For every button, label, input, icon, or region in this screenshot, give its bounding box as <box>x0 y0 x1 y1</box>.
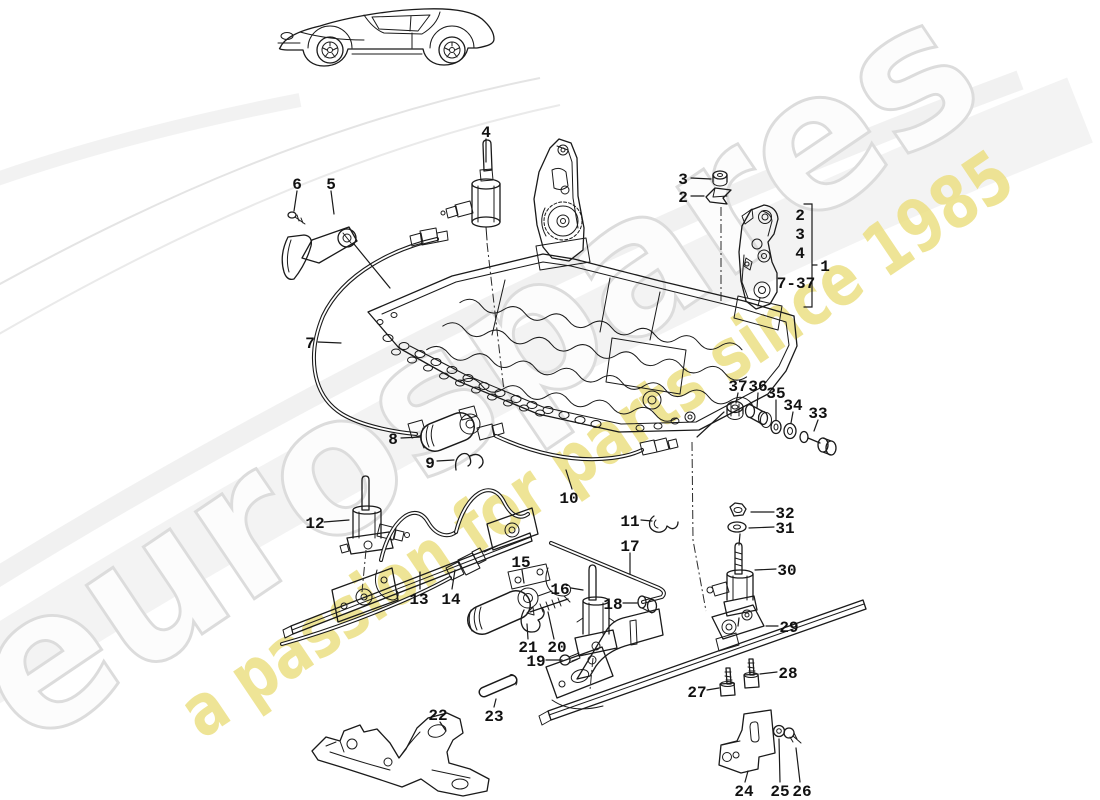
backrest-bracket-left <box>533 138 585 262</box>
callout-4[interactable]: 4 <box>481 124 491 142</box>
frame-hole-rows <box>376 312 680 432</box>
callout-1[interactable]: 1 <box>820 258 830 276</box>
callout-26[interactable]: 26 <box>792 783 811 800</box>
callout-33[interactable]: 33 <box>808 405 827 423</box>
drive-cable-part10 <box>494 434 679 462</box>
screw-part26 <box>783 727 802 744</box>
washer-part25 <box>772 724 786 738</box>
backrest-bracket-right <box>738 204 779 310</box>
callout-3-left[interactable]: 3 <box>678 171 688 189</box>
seat-motor-part8 <box>407 405 505 452</box>
callout-13[interactable]: 13 <box>409 591 428 609</box>
screw-part6 <box>287 211 306 225</box>
release-handle-part5 <box>281 226 358 280</box>
callout-20[interactable]: 20 <box>547 639 566 657</box>
seat-rail-part29 <box>538 599 867 726</box>
callout-35[interactable]: 35 <box>766 385 785 403</box>
callout-30[interactable]: 30 <box>777 562 796 580</box>
callout-col-2[interactable]: 2 <box>795 207 805 225</box>
callout-6[interactable]: 6 <box>292 176 302 194</box>
callout-leader-lines <box>293 138 819 783</box>
callout-19[interactable]: 19 <box>526 653 545 671</box>
watermark-brand: eurospares <box>0 0 1019 790</box>
callout-7-37[interactable]: 7-37 <box>777 275 815 293</box>
seat-spring-wires <box>426 298 753 422</box>
callout-11[interactable]: 11 <box>620 513 639 531</box>
bolt-part28 <box>743 658 760 689</box>
callout-31[interactable]: 31 <box>775 520 794 538</box>
callout-16[interactable]: 16 <box>550 581 569 599</box>
callout-10[interactable]: 10 <box>559 490 578 508</box>
bushing-part18 <box>637 595 658 614</box>
callout-col-4[interactable]: 4 <box>795 245 805 263</box>
seat-motor-part15 <box>467 563 553 635</box>
callout-34[interactable]: 34 <box>783 397 803 415</box>
callout-37[interactable]: 37 <box>728 378 747 396</box>
washer-part31 <box>727 521 747 533</box>
pin-part23 <box>478 674 518 698</box>
callout-5[interactable]: 5 <box>326 176 336 194</box>
wire-clip-part9 <box>454 452 484 471</box>
clip-part2 <box>705 187 732 205</box>
vertical-actuator-part12 <box>339 475 410 555</box>
cable-part14 <box>280 545 498 646</box>
callout-7[interactable]: 7 <box>305 335 315 353</box>
support-bracket-part22 <box>311 712 490 797</box>
lock-bracket-part24 <box>718 709 776 774</box>
spindle-actuator-part30 <box>706 542 758 617</box>
callout-9[interactable]: 9 <box>425 455 435 473</box>
wire-clip-part21 <box>520 607 545 633</box>
callout-17[interactable]: 17 <box>620 538 639 556</box>
nut-part32 <box>729 502 747 517</box>
callout-8[interactable]: 8 <box>388 431 398 449</box>
callout-2-left[interactable]: 2 <box>678 189 688 207</box>
car-silhouette-icon <box>277 8 495 67</box>
callout-36[interactable]: 36 <box>748 378 767 396</box>
callout-col-3[interactable]: 3 <box>795 226 805 244</box>
projection-lines <box>353 207 741 691</box>
height-actuator-part4 <box>440 139 501 241</box>
callout-27[interactable]: 27 <box>687 684 706 702</box>
callout-labels: 6 5 4 3 2 2 3 4 1 7-37 7 8 9 10 11 12 13… <box>292 124 830 800</box>
hardware-row-parts33-37 <box>726 400 837 456</box>
torsion-rod-part17 <box>549 541 666 604</box>
callout-23[interactable]: 23 <box>484 708 503 726</box>
callout-22[interactable]: 22 <box>428 707 447 725</box>
callout-21[interactable]: 21 <box>518 639 537 657</box>
vertical-actuator-part16 <box>574 564 618 657</box>
callout-32[interactable]: 32 <box>775 505 794 523</box>
callout-28[interactable]: 28 <box>778 665 797 683</box>
callout-29[interactable]: 29 <box>779 619 798 637</box>
bowden-cable-part7 <box>312 227 449 436</box>
bolt-part27 <box>719 667 736 697</box>
callout-18[interactable]: 18 <box>603 596 622 614</box>
nut-part3 <box>712 170 728 187</box>
callout-24[interactable]: 24 <box>734 783 754 800</box>
seat-rail-part13 <box>282 488 572 639</box>
callout-12[interactable]: 12 <box>305 515 324 533</box>
callout-25[interactable]: 25 <box>770 783 789 800</box>
seat-frame-pan <box>367 237 798 433</box>
callout-14[interactable]: 14 <box>441 591 461 609</box>
clamp-part11 <box>648 515 679 533</box>
callout-15[interactable]: 15 <box>511 554 530 572</box>
